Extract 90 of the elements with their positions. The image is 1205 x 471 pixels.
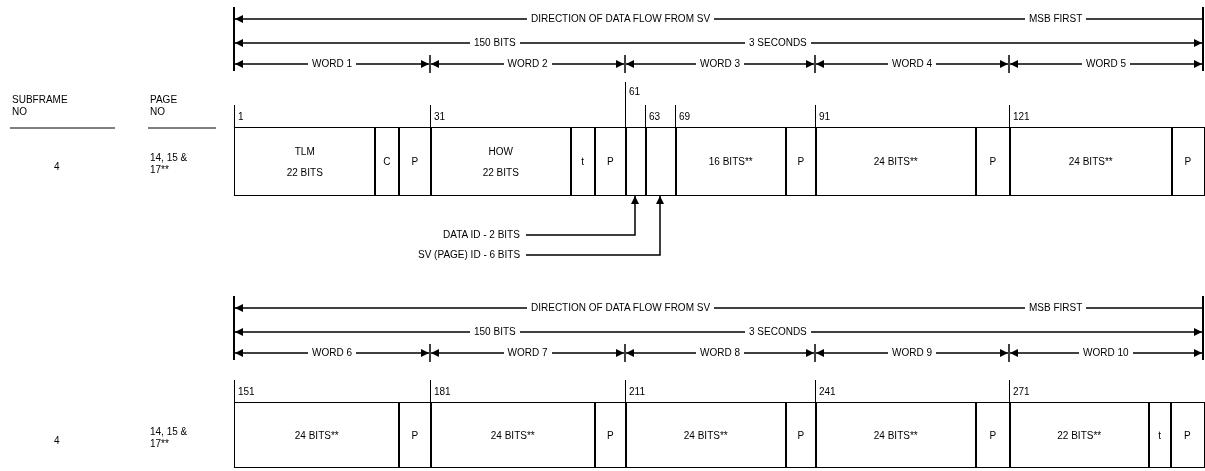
callout-text: SV (PAGE) ID - 6 BITS	[418, 249, 521, 261]
field-text: t	[581, 156, 585, 167]
bit-field-cell	[675, 127, 787, 196]
bit-field-cell	[374, 127, 400, 196]
field-text: P	[989, 156, 997, 167]
header-text: 150 BITS	[470, 37, 520, 49]
bit-field-cell	[1009, 127, 1173, 196]
bit-number: 63	[645, 105, 661, 127]
column-header: PAGE NO	[150, 94, 179, 118]
bit-field-cell	[234, 402, 400, 468]
bit-number: 121	[1009, 105, 1030, 127]
field-text: P	[1184, 156, 1192, 167]
bit-field-cell	[234, 127, 376, 196]
word-label: WORD 6	[308, 347, 356, 359]
bit-number: 1	[234, 105, 244, 127]
header-text: DIRECTION OF DATA FLOW FROM SV	[527, 302, 715, 314]
word-label: WORD 4	[888, 58, 936, 70]
bit-field-cell	[625, 402, 787, 468]
word-label: WORD 2	[503, 58, 552, 70]
bit-number: 241	[815, 380, 836, 402]
bit-field-cell	[1171, 127, 1205, 196]
bit-number: 31	[430, 105, 446, 127]
field-text: 24 BITS**	[683, 429, 728, 441]
field-text: 24 BITS**	[873, 156, 918, 167]
field-text: P	[411, 156, 419, 167]
bit-field-cell	[430, 402, 596, 468]
header-text: 3 SECONDS	[745, 37, 811, 49]
bit-number: 181	[430, 380, 451, 402]
field-text: C	[383, 156, 391, 167]
header-text: 3 SECONDS	[745, 326, 811, 338]
field-text: 24 BITS**	[490, 429, 535, 441]
header-text: MSB FIRST	[1025, 302, 1087, 314]
leader-arrow	[525, 195, 664, 256]
bit-field-cell	[430, 127, 572, 196]
field-text: P	[797, 429, 805, 441]
field-text: 24 BITS**	[1068, 156, 1113, 167]
bit-field-cell	[785, 127, 817, 196]
leader-arrow	[525, 195, 639, 236]
bit-field-cell	[815, 402, 977, 468]
subframe-number: 4	[54, 161, 60, 173]
field-text: P	[411, 429, 419, 441]
field-text: 22 BITS**	[1057, 429, 1102, 441]
page-number: 14, 15 & 17**	[150, 426, 188, 450]
page-number: 14, 15 & 17**	[150, 152, 188, 176]
field-text: P	[797, 156, 805, 167]
bit-field-cell	[1148, 402, 1172, 468]
bit-field-cell	[398, 402, 432, 468]
bit-number: 69	[675, 105, 691, 127]
word-label: WORD 7	[503, 347, 552, 359]
bit-number: 61	[625, 82, 641, 127]
bit-field-cell	[975, 402, 1011, 468]
callout-text: DATA ID - 2 BITS	[443, 229, 520, 241]
word-label: WORD 1	[308, 58, 356, 70]
bit-field-cell	[1170, 402, 1205, 468]
subframe-number: 4	[54, 435, 60, 447]
bit-field-cell	[645, 127, 677, 196]
field-text: 16 BITS**	[708, 156, 753, 167]
bit-number: 91	[815, 105, 831, 127]
bit-field-cell	[975, 127, 1011, 196]
field-text: 24 BITS**	[294, 429, 339, 441]
bit-field-cell	[785, 402, 817, 468]
bit-field-cell	[815, 127, 977, 196]
header-text: 150 BITS	[470, 326, 520, 338]
bit-field-cell	[625, 127, 647, 196]
field-text: 24 BITS**	[873, 429, 918, 441]
column-header: SUBFRAME NO	[12, 94, 69, 118]
bit-field-cell	[570, 127, 596, 196]
bit-field-cell	[398, 127, 432, 196]
field-text: TLM	[294, 145, 315, 157]
bit-field-cell	[594, 127, 627, 196]
bit-number: 271	[1009, 380, 1030, 402]
word-label: WORD 3	[696, 58, 744, 70]
field-text: P	[606, 429, 614, 441]
field-text: 22 BITS	[286, 166, 323, 178]
bit-field-cell	[1009, 402, 1150, 468]
field-text: 22 BITS	[482, 166, 519, 178]
word-label: WORD 9	[888, 347, 936, 359]
word-label: WORD 10	[1079, 347, 1133, 359]
field-text: t	[1158, 429, 1162, 441]
field-text: HOW	[488, 145, 513, 157]
field-text: P	[606, 156, 614, 167]
word-label: WORD 8	[696, 347, 744, 359]
field-text: P	[989, 429, 997, 441]
field-text: P	[1183, 429, 1191, 441]
bit-field-cell	[594, 402, 627, 468]
header-text: DIRECTION OF DATA FLOW FROM SV	[527, 13, 715, 25]
word-label: WORD 5	[1082, 58, 1130, 70]
bit-number: 211	[625, 380, 645, 402]
header-text: MSB FIRST	[1025, 13, 1087, 25]
bit-number: 151	[234, 380, 255, 402]
